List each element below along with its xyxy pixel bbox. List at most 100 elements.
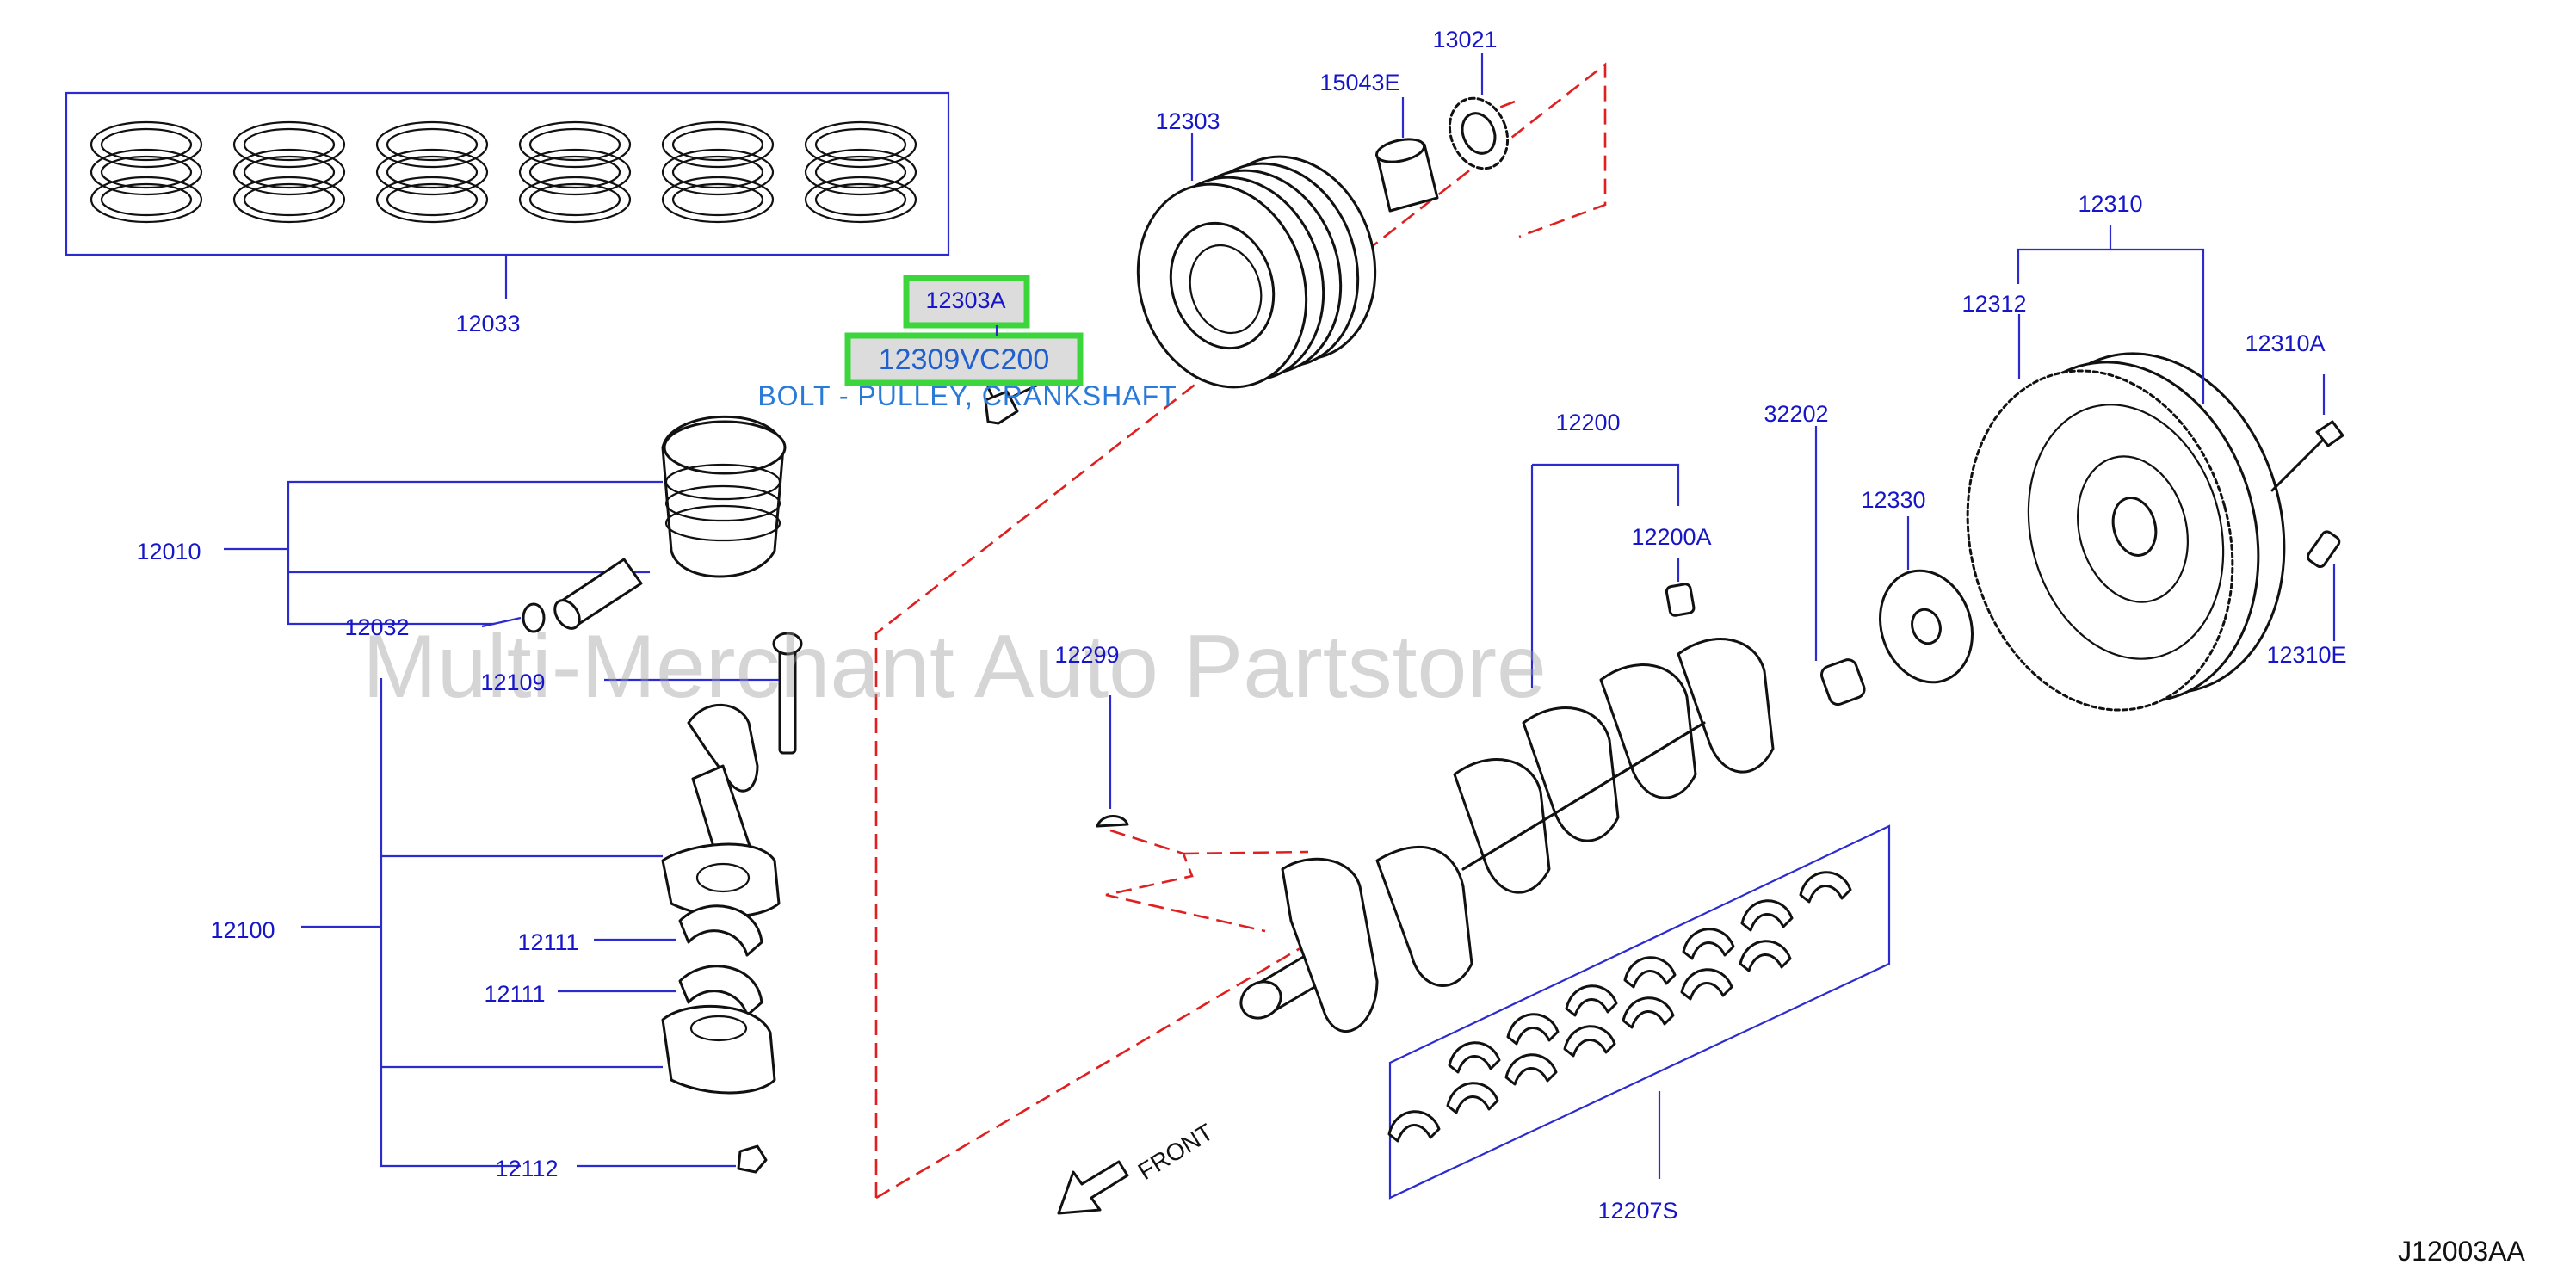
flywheel[interactable] — [1930, 324, 2320, 740]
piston-ring — [671, 182, 764, 217]
piston-ring — [804, 120, 917, 169]
piston-ring — [232, 120, 346, 169]
bearing-shell — [1565, 984, 1618, 1017]
piston-ring — [528, 155, 621, 189]
front-arrow-icon — [1057, 1160, 1129, 1215]
diagram-id: J12003AA — [2398, 1236, 2525, 1267]
bearing-shell — [1622, 996, 1675, 1029]
piston-ring — [814, 182, 907, 217]
label-bolt-description: BOLT - PULLEY, CRANKSHAFT — [757, 380, 1177, 411]
label-32202[interactable]: 32202 — [1764, 401, 1828, 427]
crank-key-spacer[interactable] — [1374, 135, 1439, 213]
bearing-shell — [1446, 1082, 1499, 1114]
piston-ring — [100, 155, 193, 189]
label-12207S[interactable]: 12207S — [1597, 1198, 1677, 1224]
bearing-shell — [1680, 968, 1733, 1001]
piston-ring — [386, 182, 479, 217]
piston-ring — [232, 176, 346, 224]
piston-ring — [375, 120, 489, 169]
piston-ring — [814, 127, 907, 162]
label-12032[interactable]: 12032 — [344, 614, 409, 640]
bearing-shell — [1504, 1053, 1558, 1086]
label-12200[interactable]: 12200 — [1555, 410, 1620, 435]
connecting-rod[interactable] — [661, 703, 781, 918]
crankshaft-pulley[interactable] — [1113, 135, 1401, 410]
rod-bolt[interactable] — [772, 632, 803, 755]
flywheel-bolt[interactable] — [2270, 420, 2344, 492]
label-12330[interactable]: 12330 — [1861, 487, 1925, 513]
piston-ring — [243, 182, 336, 217]
piston-ring — [671, 127, 764, 162]
piston-ring — [518, 120, 632, 169]
piston-ring — [375, 148, 489, 196]
watermark: Multi-Merchant Auto Partstore — [362, 617, 1547, 717]
label-12299[interactable]: 12299 — [1054, 642, 1119, 668]
piston-ring — [528, 127, 621, 162]
piston-ring — [243, 127, 336, 162]
woodruff-key[interactable] — [1096, 815, 1129, 828]
label-12303A[interactable]: 12303A — [925, 287, 1005, 313]
piston-rings-set[interactable] — [65, 91, 950, 299]
rod-cap[interactable] — [661, 1004, 776, 1095]
label-12312[interactable]: 12312 — [1961, 291, 2026, 317]
flywheel-plate[interactable] — [1866, 558, 1986, 694]
label-12033[interactable]: 12033 — [455, 311, 520, 336]
label-12010[interactable]: 12010 — [136, 539, 201, 564]
piston-pin-clip[interactable] — [522, 602, 546, 633]
crank-sensor-plug[interactable] — [1665, 583, 1696, 617]
label-12109[interactable]: 12109 — [480, 669, 545, 695]
label-12111-lower[interactable]: 12111 — [484, 981, 545, 1007]
bearing-shell — [1448, 1041, 1501, 1074]
piston-ring — [100, 127, 193, 162]
piston-rings-frame — [65, 91, 950, 256]
crank-sprocket[interactable] — [1440, 89, 1518, 177]
bearing-shell — [1682, 928, 1735, 960]
piston-pin[interactable] — [550, 558, 643, 633]
label-12310[interactable]: 12310 — [2078, 191, 2142, 217]
bearing-shell — [1739, 940, 1792, 972]
piston-ring — [661, 120, 775, 169]
label-12100[interactable]: 12100 — [210, 917, 275, 943]
rod-nut[interactable] — [737, 1144, 768, 1174]
pilot-bushing[interactable] — [1819, 657, 1867, 707]
piston-ring — [386, 127, 479, 162]
rod-bearing-lower[interactable] — [678, 965, 763, 1017]
bearing-shell — [1387, 1110, 1441, 1143]
flywheel-dowel[interactable] — [2306, 530, 2341, 569]
piston-ring — [90, 148, 203, 196]
piston-ring — [386, 155, 479, 189]
piston[interactable] — [661, 415, 787, 578]
piston-ring — [671, 155, 764, 189]
front-label: FRONT — [1134, 1119, 1218, 1185]
callout-box-12309VC200 — [844, 332, 1084, 386]
bearing-shell — [1506, 1013, 1560, 1046]
piston-ring — [661, 148, 775, 196]
label-12303[interactable]: 12303 — [1155, 108, 1220, 134]
label-12200A[interactable]: 12200A — [1631, 524, 1711, 550]
piston-ring — [804, 148, 917, 196]
bearing-shell — [1799, 871, 1852, 904]
label-12310A[interactable]: 12310A — [2245, 330, 2325, 356]
label-12309VC200[interactable]: 12309VC200 — [879, 343, 1050, 376]
label-12310E[interactable]: 12310E — [2266, 642, 2346, 668]
highlighted-part-callout[interactable] — [844, 275, 1084, 386]
label-13021[interactable]: 13021 — [1432, 27, 1497, 52]
piston-ring — [90, 176, 203, 224]
crankshaft[interactable] — [1234, 638, 1775, 1033]
piston-ring — [814, 155, 907, 189]
piston-ring — [804, 176, 917, 224]
piston-ring — [232, 148, 346, 196]
bearing-shell — [1740, 899, 1794, 932]
main-bearing-set[interactable] — [1387, 824, 1891, 1200]
piston-ring — [518, 148, 632, 196]
label-15043E[interactable]: 15043E — [1319, 70, 1399, 96]
piston-ring — [100, 182, 193, 217]
label-12111-upper[interactable]: 12111 — [517, 929, 578, 955]
rod-bearing-upper[interactable] — [678, 904, 763, 957]
callout-box-12303A — [903, 275, 1030, 329]
piston-ring — [528, 182, 621, 217]
bearing-shell — [1563, 1025, 1616, 1058]
label-12112[interactable]: 12112 — [495, 1156, 558, 1181]
piston-ring — [375, 176, 489, 224]
